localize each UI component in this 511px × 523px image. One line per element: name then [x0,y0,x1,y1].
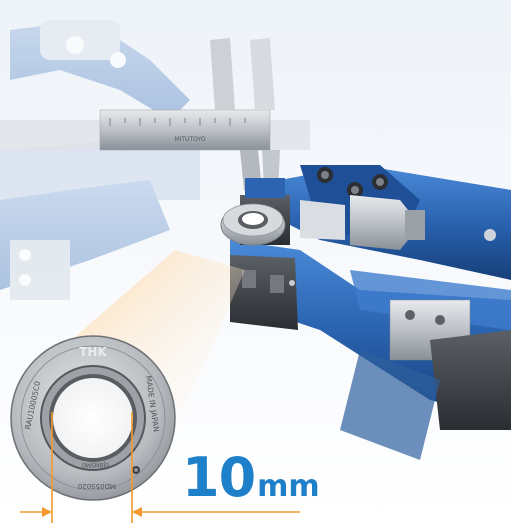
bearing-closeup: THK RAU10005C0 MADE IN JAPAN MD05S020 0J… [10,335,176,501]
dimension-unit: mm [257,469,320,504]
bearing-code: 0JBN5M0 [82,461,109,468]
dimension-indicator [20,412,300,523]
robot-arm [230,165,511,460]
magnify-beam [60,250,245,430]
dimension-label: 10mm [182,446,320,509]
background-robot [0,20,200,300]
bearing-serial: MD05S020 [78,482,116,490]
held-bearing [220,203,286,246]
bearing-brand: THK [79,345,107,359]
dimension-value: 10 [182,446,256,509]
caliper-brand: MITUTOYO [174,136,205,143]
